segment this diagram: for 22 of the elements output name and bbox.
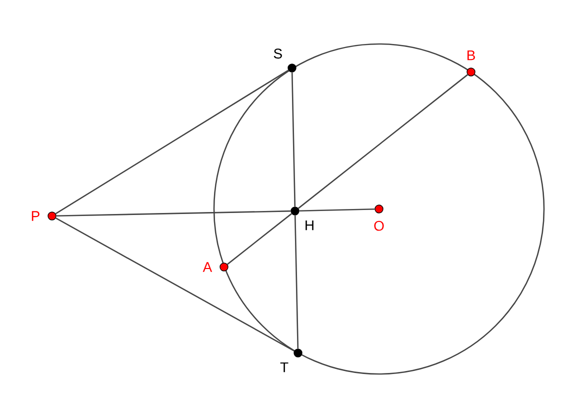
point <box>280 348 302 372</box>
point-label: T <box>280 362 288 372</box>
point <box>202 262 228 272</box>
line-segment <box>56 210 291 217</box>
line-segment <box>227 213 292 265</box>
point-label: S <box>274 48 282 59</box>
line-segment <box>294 215 299 349</box>
point-label: O <box>374 220 384 231</box>
point <box>274 48 296 72</box>
point <box>290 206 314 230</box>
line-segment <box>291 72 296 207</box>
point <box>374 204 384 231</box>
line-segment <box>55 70 289 214</box>
line-segment <box>298 74 468 209</box>
line-segment <box>55 218 295 352</box>
line-segment <box>299 208 375 212</box>
point-label: H <box>306 220 314 230</box>
point <box>32 211 56 221</box>
point-label: B <box>467 50 475 60</box>
point-label: P <box>32 211 40 221</box>
point <box>466 50 476 76</box>
point-label: A <box>202 262 212 272</box>
